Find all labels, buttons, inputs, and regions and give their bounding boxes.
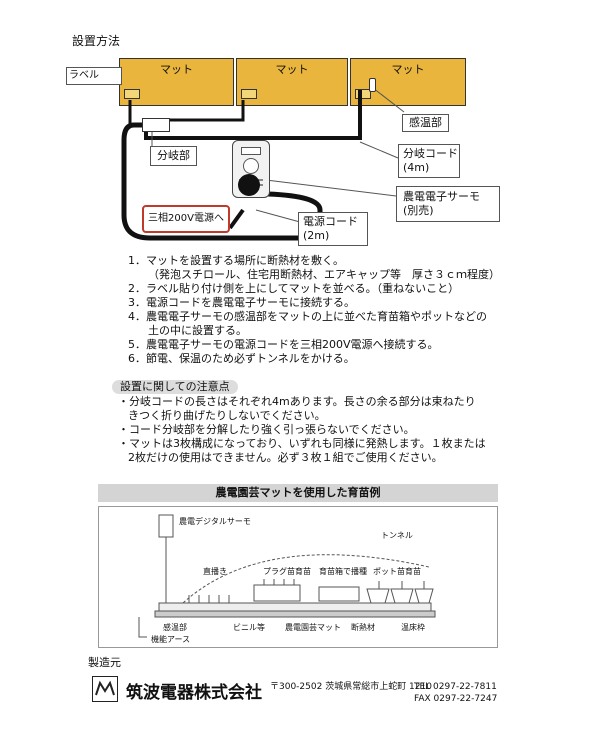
- tunnel-label: トンネル: [381, 531, 413, 540]
- step-line: 3．電源コードを農電電子サーモに接続する。: [128, 296, 355, 309]
- power-source-box: 三相200V電源へ: [142, 205, 230, 233]
- note-line: きつく折り曲げたりしないでください。: [128, 409, 326, 422]
- note-line: ・分岐コードの長さはそれぞれ4mあります。長さの余る部分は束ねたり: [118, 395, 476, 408]
- thermostat-label: 農電電子サーモ (別売): [396, 186, 500, 222]
- label-tab: [241, 89, 257, 99]
- sensor-label: 感温部: [402, 114, 449, 132]
- dial-icon: [243, 158, 259, 174]
- branch-label: 分岐部: [150, 146, 197, 166]
- maker-heading: 製造元: [88, 656, 121, 669]
- example-sensor-label: 感温部: [163, 623, 187, 632]
- step-line: 6．節電、保温のため必ずトンネルをかける。: [128, 352, 355, 365]
- branch-junction: [142, 118, 170, 132]
- step-line: 4．農電電子サーモの感温部をマットの上に並べた育苗箱やポットなどの: [128, 310, 487, 323]
- power-cord-length: (2m): [303, 229, 330, 242]
- power-cord-label: 電源コード (2m): [298, 212, 368, 246]
- example-mat-label: 農電園芸マット: [285, 623, 341, 632]
- mat-2: マット: [236, 58, 348, 106]
- note-line: ・マットは3枚構成になっており、いずれも同様に発熱します。１枚または: [118, 437, 486, 450]
- note-line: ・コード分岐部を分解したり強く引っ張らないでください。: [118, 423, 415, 436]
- notes-section: 設置に関しての注意点 ・分岐コードの長さはそれぞれ4mあります。長さの余る部分は…: [112, 380, 486, 465]
- vinyl-label: ビニル等: [233, 623, 265, 632]
- example-diagram: 農電デジタルサーモ トンネル 直播き プラグ苗育苗 育苗箱で播種 ポット苗育苗 …: [98, 506, 498, 648]
- plug-label: プラグ苗育苗: [263, 567, 311, 576]
- thermostat-name: 農電電子サーモ: [403, 190, 480, 203]
- example-drawing: [138, 514, 436, 638]
- sensor-probe: [369, 78, 376, 92]
- mat-label: マット: [275, 63, 309, 76]
- insulation-label: 断熱材: [351, 623, 375, 632]
- notes-heading: 設置に関しての注意点: [112, 380, 238, 394]
- company-logo: [92, 676, 118, 702]
- label-tag: ラベル: [66, 67, 122, 85]
- mat-label: マット: [391, 63, 425, 76]
- note-line: 2枚だけの使用はできません。必ず３枚１組でご使用ください。: [128, 451, 443, 464]
- direct-sowing-label: 直播き: [203, 567, 227, 576]
- company-address: 〒300-2502 茨城県常総市上蛇町 1210: [270, 682, 432, 692]
- page-title: 設置方法: [72, 34, 121, 48]
- thermostat-note: (別売): [403, 204, 434, 217]
- pot-label: ポット苗育苗: [373, 567, 421, 576]
- thermostat-plug: [238, 174, 260, 196]
- frame-label: 温床枠: [401, 623, 425, 632]
- branch-cord-name: 分岐コード: [403, 147, 458, 160]
- branch-cord-label: 分岐コード (4m): [398, 144, 460, 178]
- cord-lines: [121, 87, 405, 241]
- branch-cord-length: (4m): [403, 161, 430, 174]
- example-thermostat-label: 農電デジタルサーモ: [179, 517, 251, 526]
- label-tab: [355, 89, 371, 99]
- logo-mark-icon: [95, 680, 115, 696]
- label-tab: [124, 89, 140, 99]
- step-line: （発泡スチロール、住宅用断熱材、エアキャップ等 厚さ３ｃｍ程度）: [148, 268, 500, 281]
- thermostat-display: [241, 147, 261, 155]
- step-line: 1．マットを設置する場所に断熱材を敷く。: [128, 254, 344, 267]
- step-line: 5．農電電子サーモの電源コードを三相200V電源へ接続する。: [128, 338, 439, 351]
- power-cord-name: 電源コード: [303, 215, 358, 228]
- step-line: 土の中に設置する。: [148, 324, 247, 337]
- steps-list: 1．マットを設置する場所に断熱材を敷く。 （発泡スチロール、住宅用断熱材、エアキ…: [128, 254, 500, 366]
- company-tel: TEL 0297-22-7811: [414, 682, 497, 692]
- company-fax: FAX 0297-22-7247: [414, 694, 498, 704]
- example-title: 農電園芸マットを使用した育苗例: [98, 484, 498, 502]
- mat-1: マット: [119, 58, 234, 106]
- earth-label: 機能アース: [151, 635, 191, 644]
- seed-box-label: 育苗箱で播種: [319, 567, 367, 576]
- company-name: 筑波電器株式会社: [126, 683, 262, 703]
- step-line: 2．ラベル貼り付け側を上にしてマットを並べる。（重ねないこと）: [128, 282, 460, 295]
- mat-label: マット: [160, 63, 193, 76]
